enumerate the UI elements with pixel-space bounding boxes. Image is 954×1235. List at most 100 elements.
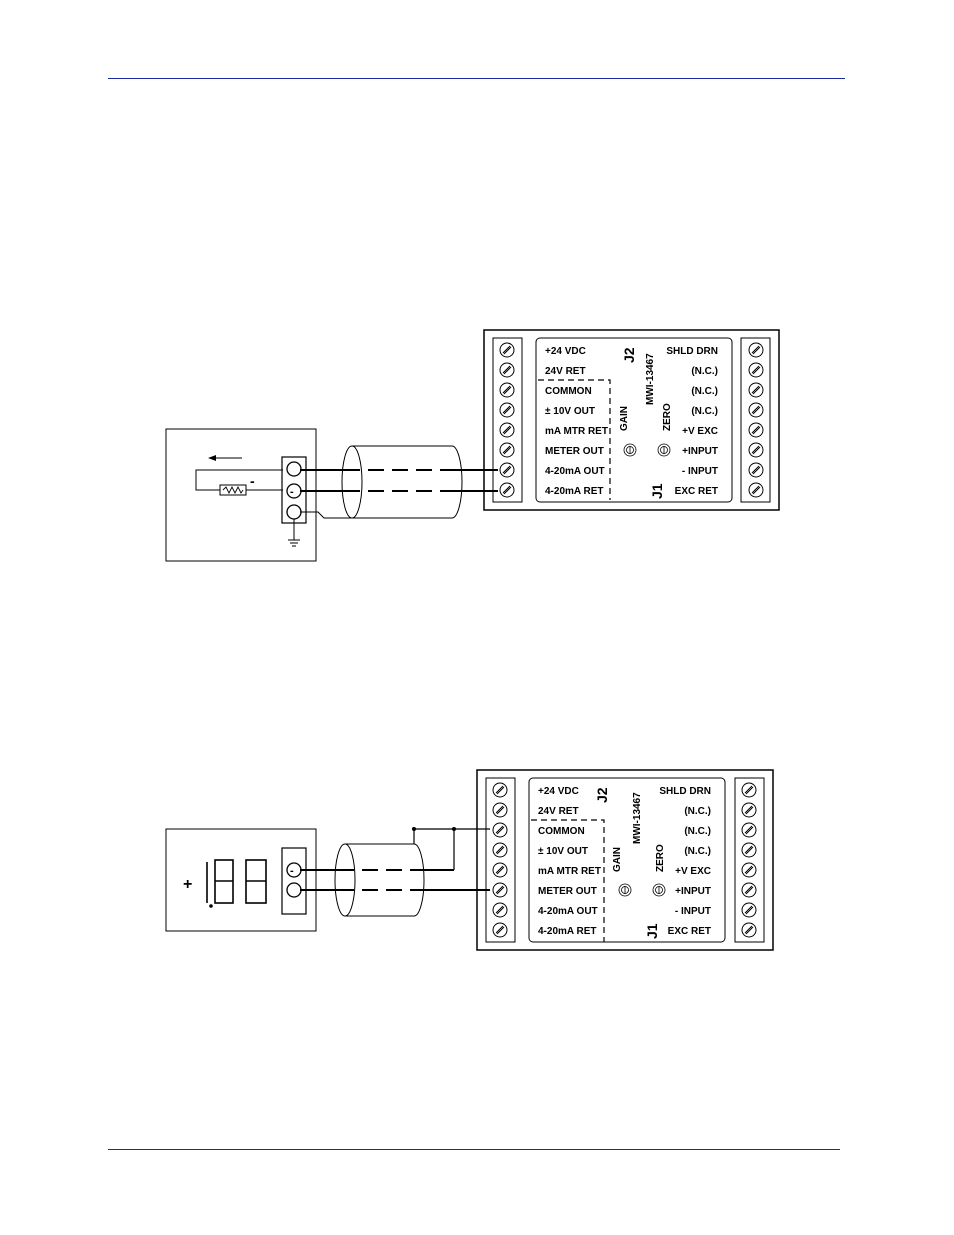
module2-j1-label: J1 [644, 923, 660, 939]
module2-zero-pot-icon [652, 883, 666, 897]
meter-plus-sign: + [183, 876, 192, 893]
module1-left-label-2: COMMON [545, 386, 592, 397]
terminal-screw-icon [741, 822, 757, 838]
module1-right-label-0: SHLD DRN [666, 346, 718, 357]
load-device-box [165, 428, 317, 562]
terminal-screw-icon [748, 462, 764, 478]
module1-left-label-3: ± 10V OUT [545, 406, 595, 417]
module2-right-label-5: +INPUT [675, 886, 711, 897]
terminal-screw-icon [748, 342, 764, 358]
terminal-screw-icon [741, 782, 757, 798]
module2-gain-label: GAIN [612, 847, 623, 872]
shielded-cable-2 [300, 827, 490, 917]
terminal-screw-icon [748, 382, 764, 398]
terminal-screw-icon [499, 402, 515, 418]
terminal-screw-icon [492, 882, 508, 898]
module1-right-label-5: +INPUT [682, 446, 718, 457]
module2-left-label-7: 4-20mA RET [538, 926, 597, 937]
module2-j2-label: J2 [594, 787, 610, 803]
module2-right-label-1: (N.C.) [684, 806, 711, 817]
terminal-screw-icon [499, 462, 515, 478]
module2-left-label-3: ± 10V OUT [538, 846, 588, 857]
terminal-screw-icon [741, 842, 757, 858]
module2-right-label-4: +V EXC [675, 866, 711, 877]
ground-icon [288, 519, 300, 547]
module2-right-label-7: EXC RET [668, 926, 711, 937]
load-terminal-minus: - [290, 486, 294, 498]
meter-display: + [183, 859, 267, 908]
figure-1-current-loop-wiring: - - [165, 329, 780, 562]
module1-left-label-4: mA MTR RET [545, 426, 608, 437]
module1-right-label-4: +V EXC [682, 426, 718, 437]
module1-zero-label: ZERO [662, 403, 673, 431]
module1-right-label-1: (N.C.) [691, 366, 718, 377]
terminal-screw-icon [492, 782, 508, 798]
terminal-screw-icon [748, 362, 764, 378]
module1-left-label-7: 4-20mA RET [545, 486, 604, 497]
module2-right-label-6: - INPUT [675, 906, 711, 917]
shielded-cable [300, 445, 498, 519]
module1-right-label-6: - INPUT [682, 466, 718, 477]
module1-gain-pot-icon [623, 443, 637, 457]
module1-gain-label: GAIN [619, 406, 630, 431]
terminal-screw-icon [748, 482, 764, 498]
module1-left-label-6: 4-20mA OUT [545, 466, 605, 477]
terminal-screw-icon [492, 862, 508, 878]
module1-j1-label: J1 [649, 483, 665, 499]
meter-terminal-block [281, 847, 307, 915]
module1-zero-pot-icon [657, 443, 671, 457]
module2-left-label-2: COMMON [538, 826, 585, 837]
current-flow-arrow [208, 455, 242, 461]
module1-left-label-1: 24V RET [545, 366, 586, 377]
terminal-screw-icon [492, 842, 508, 858]
module2-right-label-2: (N.C.) [684, 826, 711, 837]
module1-right-label-3: (N.C.) [691, 406, 718, 417]
terminal-screw-icon [499, 342, 515, 358]
terminal-screw-icon [748, 442, 764, 458]
module1-right-screws [748, 342, 764, 498]
meter-terminal-2 [286, 882, 302, 898]
module2-right-screws [741, 782, 757, 938]
terminal-screw-icon [741, 862, 757, 878]
module1-right-label-7: EXC RET [675, 486, 718, 497]
module1-left-screws [499, 342, 515, 498]
terminal-screw-icon [741, 802, 757, 818]
terminal-screw-icon [499, 442, 515, 458]
load-terminal-1 [286, 461, 302, 477]
shield-drain-wire [300, 511, 352, 519]
module2-gain-pot-icon [618, 883, 632, 897]
terminal-screw-icon [492, 802, 508, 818]
terminal-screw-icon [499, 362, 515, 378]
module1-left-label-0: +24 VDC [545, 346, 586, 357]
terminal-screw-icon [499, 422, 515, 438]
module2-left-screws [492, 782, 508, 938]
module2-left-label-1: 24V RET [538, 806, 579, 817]
terminal-screw-icon [492, 922, 508, 938]
module2-part-number: MWI-13467 [632, 792, 643, 844]
terminal-screw-icon [499, 482, 515, 498]
load-terminal-ground [286, 504, 302, 520]
module2-left-label-5: METER OUT [538, 886, 597, 897]
terminal-screw-icon [492, 902, 508, 918]
terminal-screw-icon [741, 882, 757, 898]
terminal-screw-icon [741, 902, 757, 918]
figure-2-meter-wiring: + - [165, 769, 774, 951]
module2-right-label-3: (N.C.) [684, 846, 711, 857]
signal-conditioner-module-2: +24 VDC 24V RET COMMON ± 10V OUT mA MTR … [476, 769, 774, 951]
module2-zero-label: ZERO [655, 844, 666, 872]
load-wire [195, 469, 283, 491]
signal-conditioner-module-1: +24 VDC 24V RET COMMON ± 10V OUT mA MTR … [483, 329, 780, 511]
terminal-screw-icon [748, 422, 764, 438]
module2-right-label-0: SHLD DRN [659, 786, 711, 797]
terminal-screw-icon [748, 402, 764, 418]
terminal-screw-icon [499, 382, 515, 398]
terminal-screw-icon [492, 822, 508, 838]
module1-part-number: MWI-13467 [645, 353, 656, 405]
module2-left-label-4: mA MTR RET [538, 866, 601, 877]
meter-box [165, 828, 317, 932]
module2-left-label-6: 4-20mA OUT [538, 906, 598, 917]
module1-left-label-5: METER OUT [545, 446, 604, 457]
load-minus-sign: - [250, 473, 255, 489]
module1-j2-label: J2 [621, 347, 637, 363]
